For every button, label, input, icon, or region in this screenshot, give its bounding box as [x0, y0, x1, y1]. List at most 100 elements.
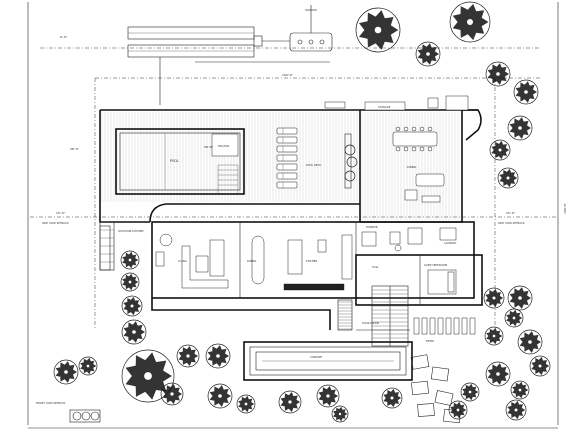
pier — [453, 317, 460, 335]
tree-trunk — [528, 340, 532, 344]
tree-canopy — [120, 250, 140, 270]
tree-canopy — [460, 382, 480, 402]
dim-setback-left: 15'-0" — [56, 211, 66, 215]
lounger — [276, 154, 298, 162]
tree-canopy — [483, 287, 505, 309]
tree-trunk — [468, 390, 472, 394]
tree — [529, 355, 551, 377]
guest-bedroom: GUEST BEDROOM — [424, 263, 457, 295]
tree — [78, 356, 98, 376]
outdoor-kitchen-label: OUTDOOR KITCHEN — [118, 229, 144, 233]
tree-trunk — [390, 396, 394, 400]
kitchen: KITCHEN — [283, 234, 353, 291]
living-label: LIVING — [178, 259, 187, 263]
dining-furniture: STORAGE DINING — [324, 95, 469, 203]
pool-steps — [217, 164, 239, 194]
tree-trunk — [170, 392, 174, 396]
tree-trunk — [128, 258, 132, 262]
tree-trunk — [518, 296, 522, 300]
tree — [316, 384, 340, 408]
tree-canopy — [278, 390, 302, 414]
lounger — [276, 136, 298, 144]
tree-trunk — [216, 354, 220, 358]
tree-canopy — [517, 329, 543, 355]
spa-label: SPA/TUB — [218, 144, 229, 148]
tree — [497, 167, 519, 189]
kitchen-label: KITCHEN — [306, 259, 317, 263]
tree-trunk — [512, 316, 516, 320]
stair-label: STAIR DOWN — [362, 321, 379, 325]
tree — [381, 387, 403, 409]
tree-canopy — [355, 7, 401, 53]
tree-canopy — [236, 394, 256, 414]
tree — [484, 326, 504, 346]
guest-bedroom-label: GUEST BEDROOM — [424, 263, 447, 267]
tree-canopy — [381, 387, 403, 409]
tree-trunk — [496, 72, 500, 76]
tree-trunk — [86, 364, 90, 368]
tree — [176, 344, 200, 368]
lounger — [276, 172, 298, 180]
tree-canopy — [484, 326, 504, 346]
tree-trunk — [338, 412, 342, 416]
tree-trunk — [374, 26, 382, 34]
tree-trunk — [128, 280, 132, 284]
building-walls — [99, 109, 483, 331]
tree — [207, 383, 233, 409]
pool: SPA/TUB POOL — [115, 128, 245, 195]
front-walkway: CARPORT — [243, 341, 413, 381]
tree — [483, 287, 505, 309]
dim-overall-top: 100'-0" — [282, 73, 294, 77]
tree-trunk — [64, 370, 68, 374]
tree-canopy — [160, 382, 184, 406]
tree-canopy — [485, 361, 511, 387]
planter-bushes — [344, 133, 358, 189]
tree — [121, 295, 143, 317]
tree-canopy — [485, 61, 511, 87]
tree-canopy — [505, 399, 527, 421]
hall-label: HALL — [372, 265, 379, 269]
tree-canopy — [121, 295, 143, 317]
tree-canopy — [504, 308, 524, 328]
tree-canopy — [120, 272, 140, 292]
tree-trunk — [518, 388, 522, 392]
tree-canopy — [121, 319, 147, 345]
tree-trunk — [496, 372, 500, 376]
left-stair-outline — [99, 225, 111, 271]
tree-trunk — [244, 402, 248, 406]
deck-loungers — [276, 127, 298, 189]
dim-top-left: 6'-0" — [60, 35, 68, 39]
tree-canopy — [489, 139, 511, 161]
tree — [415, 41, 441, 67]
tree — [507, 285, 533, 311]
tree — [489, 139, 511, 161]
pool-deck-label: POOL DECK — [306, 163, 321, 167]
dimensions: 6'-0" 100'-0" 38'-0" 28'-0" 15'-0" 15'-0… — [36, 35, 567, 405]
trees — [53, 1, 551, 423]
pier — [469, 317, 476, 335]
tree-canopy — [78, 356, 98, 376]
dim-left-depth: 28'-0" — [70, 147, 80, 151]
pier — [413, 317, 420, 335]
tree — [504, 308, 524, 328]
tree — [120, 250, 140, 270]
lounger — [276, 127, 298, 135]
tree-canopy — [507, 285, 533, 311]
tree-trunk — [492, 296, 496, 300]
tree — [505, 399, 527, 421]
tree-trunk — [538, 364, 542, 368]
tree — [485, 361, 511, 387]
tree-canopy — [53, 359, 79, 385]
tree-canopy — [205, 343, 231, 369]
pier — [445, 317, 452, 335]
tree — [160, 382, 184, 406]
small-stair-outline — [337, 299, 353, 331]
storage-label: STORAGE — [378, 105, 391, 109]
tree-canopy — [513, 79, 539, 105]
lower-dining: DINING — [247, 235, 265, 285]
tree-canopy — [415, 41, 441, 67]
side-yard-right-label: SIDE YARD SETBACK — [498, 221, 525, 225]
entry-label: ENTRY — [426, 339, 435, 343]
lounger — [276, 181, 298, 189]
